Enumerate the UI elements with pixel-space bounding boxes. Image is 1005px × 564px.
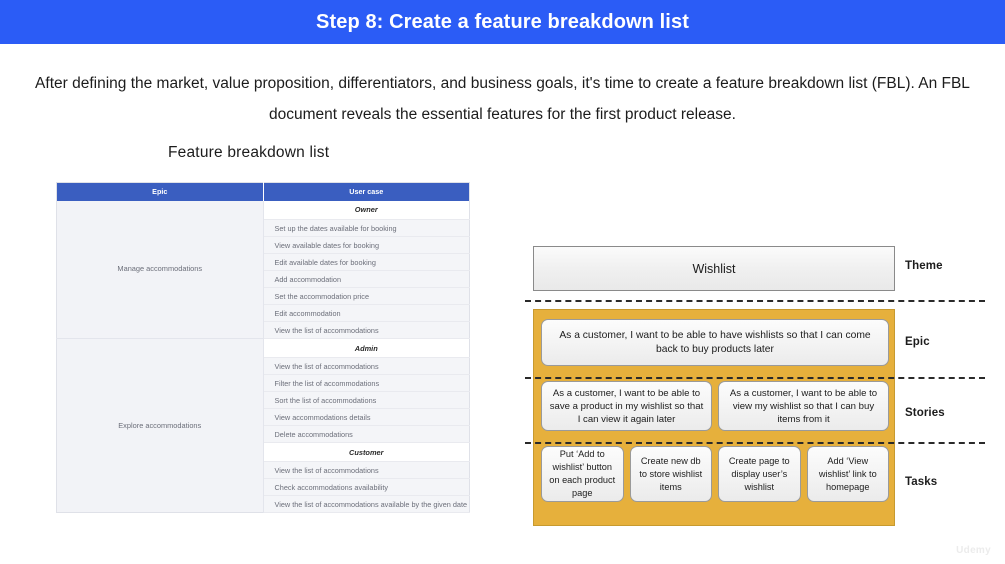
task-card-text: Add ‘View wishlist’ link to homepage xyxy=(818,455,877,492)
user-case-cell: Edit accommodation xyxy=(263,304,470,322)
table-row: View the list of accommodations xyxy=(57,357,470,375)
story-card-text: As a customer, I want to be able to view… xyxy=(729,387,878,425)
stories-row: As a customer, I want to be able to save… xyxy=(541,381,889,431)
band-label-stories: Stories xyxy=(905,407,945,419)
page-title: Step 8: Create a feature breakdown list xyxy=(316,10,689,33)
user-case-cell: View available dates for booking xyxy=(263,236,470,254)
user-case-cell: View the list of accommodations xyxy=(263,321,470,339)
table-row: View the list of accommodations xyxy=(57,321,470,339)
band-label-epic: Epic xyxy=(905,336,930,348)
theme-label: Wishlist xyxy=(692,261,736,276)
user-case-cell: View the list of accommodations availabl… xyxy=(263,495,470,513)
band-label-tasks: Tasks xyxy=(905,476,938,488)
epic-cell-manage-accommodations: Manage accommodations xyxy=(56,200,264,339)
column-header-user-case: User case xyxy=(263,182,470,201)
user-case-cell: View the list of accommodations xyxy=(263,461,470,479)
user-case-cell: Sort the list of accommodations xyxy=(263,391,470,409)
user-case-cell: Set up the dates available for booking xyxy=(263,219,470,237)
user-case-cell: View the list of accommodations xyxy=(263,357,470,375)
table-body: Manage accommodations Owner Set up the d… xyxy=(56,200,470,513)
table-row: Sort the list of accommodations xyxy=(57,391,470,409)
table-row: Edit available dates for booking xyxy=(57,253,470,271)
user-case-cell: Set the accommodation price xyxy=(263,287,470,305)
task-card-text: Create new db to store wishlist items xyxy=(639,455,703,492)
task-card-text: Put ‘Add to wishlist’ button on each pro… xyxy=(549,449,616,498)
epic-card: As a customer, I want to be able to have… xyxy=(541,319,889,366)
tasks-row: Put ‘Add to wishlist’ button on each pro… xyxy=(541,446,889,502)
intro-paragraph: After defining the market, value proposi… xyxy=(35,75,970,123)
divider-epic-stories xyxy=(525,377,985,379)
slide-title-bar: Step 8: Create a feature breakdown list xyxy=(0,0,1005,44)
table-row: Explore accommodations Admin xyxy=(56,338,470,513)
table-row: Set the accommodation price xyxy=(57,287,470,305)
story-card-text: As a customer, I want to be able to save… xyxy=(549,387,704,425)
theme-box: Wishlist xyxy=(533,246,895,291)
table-row: Filter the list of accommodations xyxy=(57,374,470,392)
role-row-customer: Customer xyxy=(263,442,470,462)
table-row: Delete accommodations xyxy=(57,425,470,443)
table-row: Customer xyxy=(57,442,470,462)
feature-breakdown-table: Epic User case Manage accommodations Own… xyxy=(56,182,470,513)
epic-story-task-container: As a customer, I want to be able to have… xyxy=(533,309,895,526)
task-card: Create page to display user’s wishlist xyxy=(718,446,801,502)
epic-cell-explore-accommodations: Explore accommodations xyxy=(56,338,264,513)
user-case-cell: Check accommodations availability xyxy=(263,478,470,496)
table-row: Set up the dates available for booking xyxy=(57,219,470,237)
column-header-epic: Epic xyxy=(56,182,264,201)
task-card: Put ‘Add to wishlist’ button on each pro… xyxy=(541,446,624,502)
epic-card-text: As a customer, I want to be able to have… xyxy=(559,329,871,355)
user-case-cell: View accommodations details xyxy=(263,408,470,426)
fbl-heading: Feature breakdown list xyxy=(168,144,330,161)
user-case-cell: Delete accommodations xyxy=(263,425,470,443)
agile-hierarchy-diagram: Wishlist Theme As a customer, I want to … xyxy=(525,244,985,529)
table-row: View the list of accommodations availabl… xyxy=(57,495,470,513)
user-case-cell: Add accommodation xyxy=(263,270,470,288)
band-label-theme: Theme xyxy=(905,260,943,272)
task-card-text: Create page to display user’s wishlist xyxy=(728,455,790,492)
role-row-owner: Owner xyxy=(263,200,470,220)
user-case-cell: Edit available dates for booking xyxy=(263,253,470,271)
user-case-cell: Filter the list of accommodations xyxy=(263,374,470,392)
table-row: Check accommodations availability xyxy=(57,478,470,496)
table-row: Edit accommodation xyxy=(57,304,470,322)
table-header-row: Epic User case xyxy=(56,182,470,201)
udemy-watermark: Udemy xyxy=(956,545,991,556)
table-row: View available dates for booking xyxy=(57,236,470,254)
task-card: Create new db to store wishlist items xyxy=(629,446,712,502)
divider-stories-tasks xyxy=(525,442,985,444)
story-card: As a customer, I want to be able to save… xyxy=(541,381,712,431)
story-card: As a customer, I want to be able to view… xyxy=(718,381,889,431)
table-row: View the list of accommodations xyxy=(57,461,470,479)
role-row-admin: Admin xyxy=(263,338,470,358)
task-card: Add ‘View wishlist’ link to homepage xyxy=(806,446,889,502)
table-row: Add accommodation xyxy=(57,270,470,288)
table-header: Epic User case xyxy=(56,182,470,201)
table-row: Manage accommodations Owner xyxy=(56,200,470,339)
divider-theme-epic xyxy=(525,300,985,302)
table-row: View accommodations details xyxy=(57,408,470,426)
